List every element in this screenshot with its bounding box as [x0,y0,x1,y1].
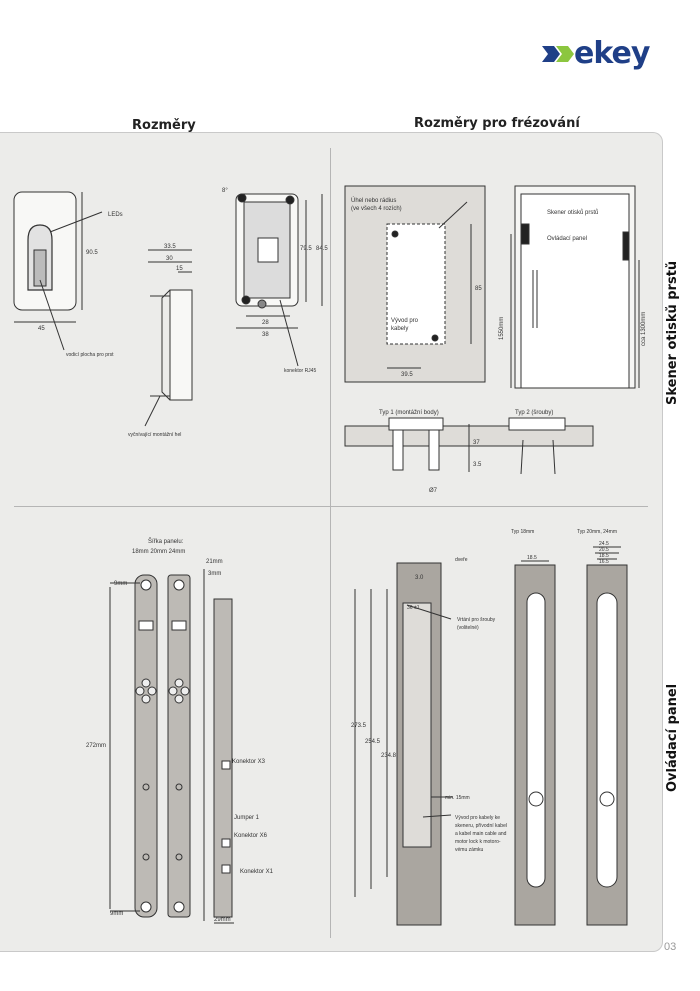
label-min-15: min. 15mm [445,795,470,801]
cutout-outline [386,223,446,345]
dim-254-5: 254.5 [365,739,381,745]
note-line-3: a kabel main cable and [455,831,507,837]
panel-front-18 [134,574,158,918]
title-milling-dimensions: Rozměry pro frézování [414,116,580,131]
label-connector-x3: Konektor X3 [232,759,266,765]
dim-234-8: 234.8 [381,753,397,759]
horizontal-divider [14,506,648,507]
panel-on-door [622,231,630,261]
dim-16-5: 16.5 [599,559,609,565]
dim-rear-width-1: 28 [262,320,269,326]
page-number: 03 [664,941,677,953]
panel-front-24 [167,574,191,918]
label-type-1: Typ 1 (montážní body) [379,410,439,416]
label-screws-2: (volitelné) [457,625,479,631]
ekey-logo: ekey [540,36,680,72]
label-connector-x1: Konektor X1 [240,869,274,875]
dim-272mm: 272mm [86,743,106,749]
scanner-side-outline [169,289,193,401]
label-panel: Ovládací panel [547,236,587,242]
label-type-18: Typ 18mm [511,529,534,535]
note-line-1: Vývod pro kabely ke [455,815,500,821]
panel-dimensions-drawing: Šířka panelu: 18mm 20mm 24mm 21mm 3mm 9m… [86,538,274,924]
dim-depth-1: 33.5 [164,244,176,250]
title-dimensions: Rozměry [132,118,196,133]
panel-side [213,598,233,918]
dim-width-scanner: 45 [38,326,45,332]
label-corner-2: (ve všech 4 rozích) [351,206,402,212]
label-connector-x6: Konektor X6 [234,833,268,839]
label-type-2: Typ 2 (šrouby) [515,410,553,416]
label-jumper: Jumper 1 [234,815,260,821]
dim-height-1300: cca 1300mm [641,312,647,346]
dim-rear-width-2: 38 [262,332,269,338]
label-mount-frame: vyčnívající montážní hel [128,432,181,438]
dim-29mm: 29mm [214,917,231,923]
panel-milling-drawing: dveře 3.0 36 ±1 Vrtání pro šrouby (volit… [351,529,628,926]
label-leds: LEDs [108,212,123,218]
dim-3-0: 3.0 [415,575,424,581]
dim-18-5-b: 18.5 [599,553,609,559]
dim-height-1550: 1550mm [499,317,505,340]
note-line-4: motor lock k motoro- [455,839,501,845]
label-finger-guide: vodicí plocha pro prst [66,352,114,358]
dim-rear-height-1: 79.5 [300,246,312,252]
label-door: dveře [455,557,468,563]
dim-37: 37 [473,440,480,446]
dim-height-scanner: 90.5 [86,250,98,256]
dim-rear-height-2: 84.5 [316,246,328,252]
dim-20-5: 20.5 [599,547,609,553]
dim-cutout-width: 39.5 [401,372,413,378]
note-line-5: vému zámku [455,847,484,853]
dim-3-5: 3.5 [473,462,482,468]
label-screws: Vrtání pro šrouby [457,617,496,623]
dim-3mm: 3mm [208,571,221,577]
dim-21mm: 21mm [206,559,223,565]
dim-273-5: 273.5 [351,723,367,729]
scanner-dimensions-drawing: LEDs 90.5 45 vodicí plocha pro prst 33.5… [13,188,328,438]
scanner-on-door [520,223,530,245]
dim-9mm-top: 9mm [114,581,127,587]
label-type-20-24: Typ 20mm, 24mm [577,529,617,535]
vertical-divider [330,148,331,938]
label-cable: Vývod pro [391,318,419,324]
dim-9mm-bottom: 9mm [110,911,123,917]
label-scanner: Skener otisků prstů [547,209,598,216]
label-connector-rj45: konektor RJ45 [284,368,316,374]
note-line-2: skeneru, přívodní kabel [455,823,507,829]
side-label-panel: Ovládací panel [665,683,680,792]
dim-36: 36 ±1 [407,605,420,611]
dim-diameter: Ø7 [429,488,438,494]
dim-angle: 8° [222,188,228,194]
ekey-logo-text: ekey [574,36,650,71]
label-corner: Úhel nebo rádius [351,197,396,204]
label-panel-widths: 18mm 20mm 24mm [132,549,185,555]
milling-dimensions-drawing: Úhel nebo rádius (ve všech 4 rozích) Výv… [344,185,647,494]
ekey-logo-mark-icon [542,46,574,62]
dim-cutout-height: 85 [475,286,482,292]
dim-depth-3: 15 [176,266,183,272]
label-panel-width: Šířka panelu: [148,538,184,545]
side-label-scanner: Skener otisků prstů [665,260,680,405]
label-cable-2: kabely [391,326,408,332]
dim-depth-2: 30 [166,256,173,262]
dim-24-5: 24.5 [599,541,609,547]
dim-18-5: 18.5 [527,555,537,561]
